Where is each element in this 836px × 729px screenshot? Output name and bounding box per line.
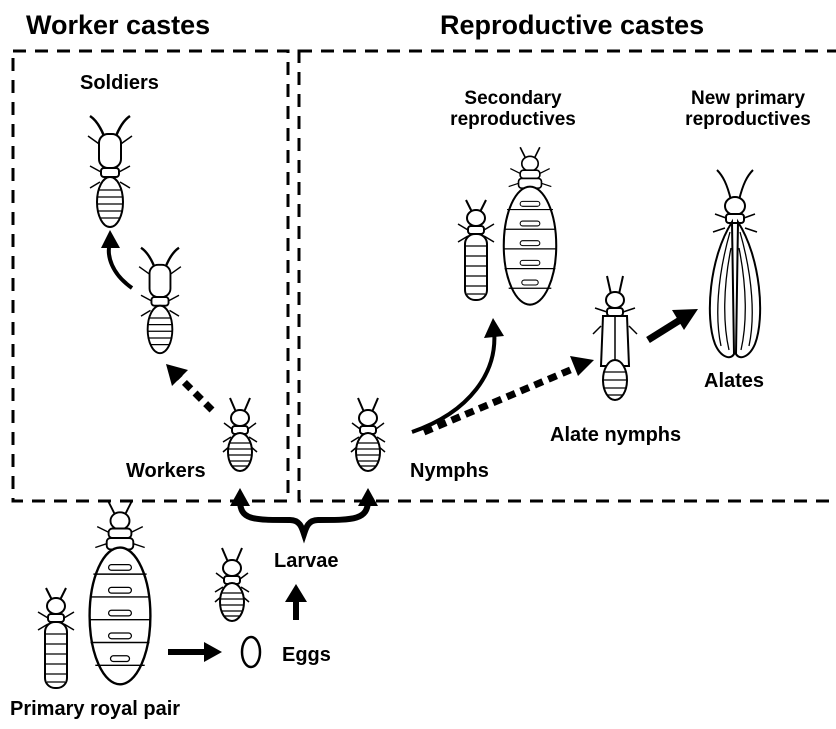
- soldiers-label: Soldiers: [80, 72, 159, 94]
- nymph-to-alate-nymph-arrow: [424, 368, 575, 432]
- worker-to-presoldier-arrow: [176, 374, 212, 410]
- brace-to-nymphs-arrowhead: [358, 488, 378, 506]
- alate-nymphs-label: Alate nymphs: [550, 424, 681, 446]
- egg-icon: [242, 637, 260, 667]
- presoldier-to-soldier-arrowhead: [101, 230, 120, 248]
- brace-to-workers-arrowhead: [230, 488, 250, 506]
- secondary-line2: reproductives: [438, 109, 588, 130]
- secondary-king-icon: [458, 200, 494, 300]
- alate-icon: [710, 170, 760, 357]
- worker-castes-heading: Worker castes: [26, 10, 210, 40]
- larva-termite-icon: [215, 548, 249, 621]
- new-primary-line2: reproductives: [660, 109, 836, 130]
- eggs-to-larvae-arrowhead: [285, 584, 307, 602]
- nymph-termite-icon: [351, 398, 385, 471]
- new-primary-reproductives-label: New primary reproductives: [660, 88, 836, 131]
- presoldier-termite-icon: [139, 248, 181, 353]
- alates-label: Alates: [704, 370, 764, 392]
- secondary-reproductives-label: Secondary reproductives: [438, 88, 588, 131]
- nymph-to-secondary-arrowhead: [484, 318, 504, 338]
- presoldier-to-soldier-arrow: [109, 242, 132, 288]
- royal-pair-to-eggs-arrowhead: [204, 642, 222, 662]
- workers-label: Workers: [126, 460, 206, 482]
- primary-king-icon: [38, 588, 74, 688]
- larvae-brace: [240, 500, 368, 534]
- nymphs-label: Nymphs: [410, 460, 489, 482]
- alate-nymph-to-alate-arrow: [648, 320, 680, 340]
- alate-nymph-icon: [593, 276, 637, 400]
- nymph-to-alate-nymph-arrowhead: [570, 356, 594, 376]
- reproductive-castes-heading: Reproductive castes: [440, 10, 704, 40]
- secondary-queen-icon: [504, 147, 556, 304]
- eggs-label: Eggs: [282, 644, 331, 666]
- secondary-line1: Secondary: [438, 88, 588, 109]
- soldier-termite-icon: [88, 116, 132, 227]
- primary-queen-icon: [90, 502, 151, 684]
- primary-royal-pair-label: Primary royal pair: [10, 698, 180, 720]
- larvae-label: Larvae: [274, 550, 339, 572]
- worker-termite-icon: [223, 398, 257, 471]
- new-primary-line1: New primary: [660, 88, 836, 109]
